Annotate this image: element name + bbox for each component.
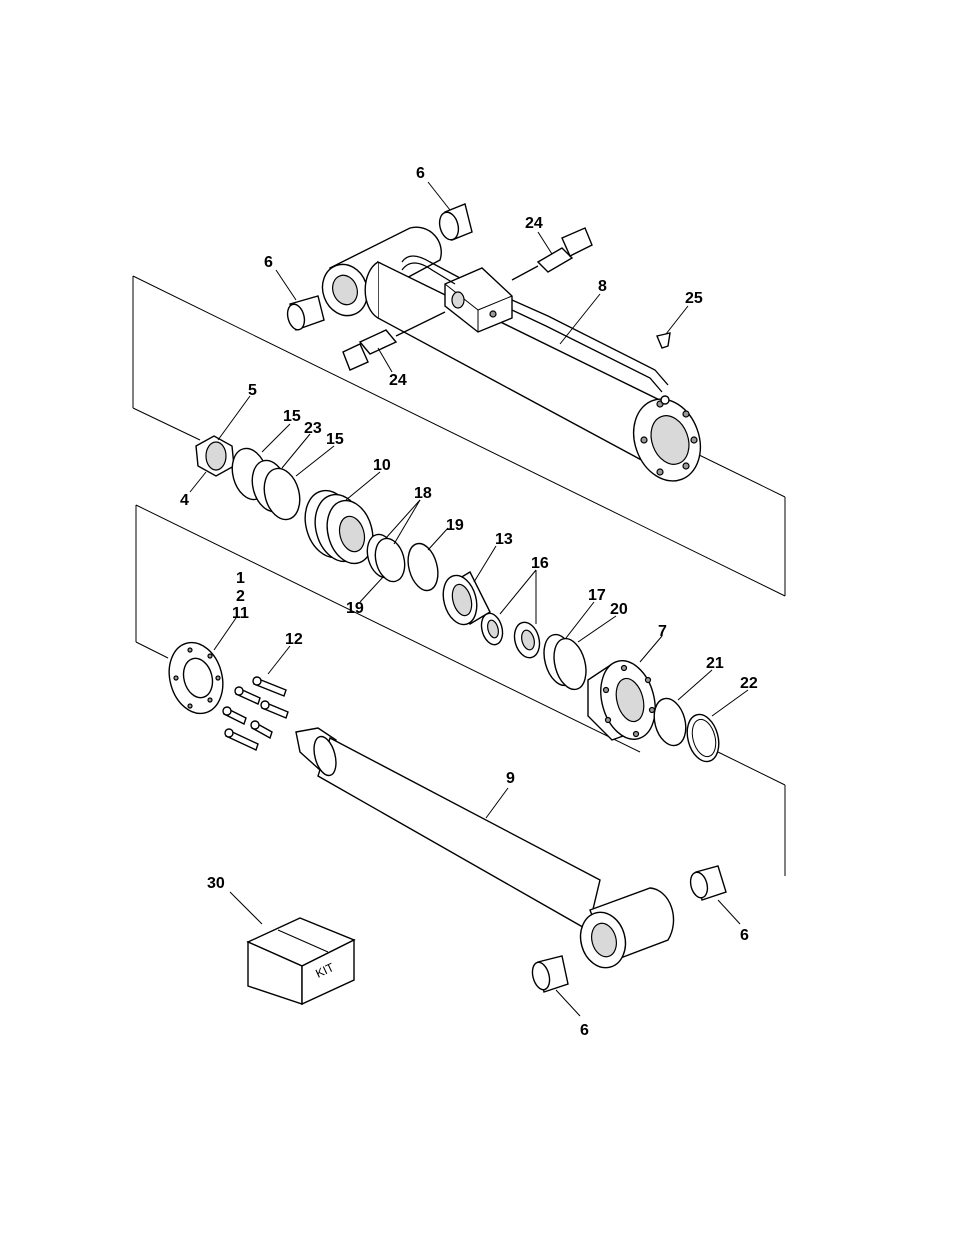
gland-head <box>587 660 656 741</box>
bushing-lower-right <box>689 865 727 901</box>
flange-plate <box>168 641 224 715</box>
leader-lines <box>189 181 749 1017</box>
callout-17: 17 <box>588 587 606 604</box>
callout-22: 22 <box>740 675 758 692</box>
callout-8: 8 <box>598 278 607 295</box>
callout-19: 19 <box>346 600 364 617</box>
callout-16: 16 <box>531 555 549 572</box>
callout-20: 20 <box>610 601 628 618</box>
callout-18: 18 <box>414 485 432 502</box>
seal-rings-15-23 <box>231 447 301 521</box>
callout-24: 24 <box>389 372 407 389</box>
plug-25 <box>656 332 671 349</box>
callout-11: 11 <box>232 605 249 622</box>
callout-10: 10 <box>373 457 391 474</box>
callout-12: 12 <box>285 631 303 648</box>
seal-kit-box: KIT <box>246 917 356 1006</box>
callout-5: 5 <box>248 382 257 399</box>
upper-assembly-boundary <box>132 275 786 597</box>
fitting-lower <box>342 311 446 371</box>
cylinder-barrel <box>321 226 702 482</box>
callout-labels: 6 24 6 8 25 24 5 15 23 15 4 10 18 19 19 … <box>180 165 758 1039</box>
callout-25: 25 <box>685 290 703 307</box>
bolts-12 <box>222 676 289 751</box>
callout-7: 7 <box>658 623 667 640</box>
callout-6: 6 <box>740 927 749 944</box>
callout-6: 6 <box>580 1022 589 1039</box>
ring-21 <box>653 697 687 747</box>
piston-nut <box>195 435 235 477</box>
callout-6: 6 <box>264 254 273 271</box>
bushing-lower-left <box>531 955 569 993</box>
callout-30: 30 <box>207 875 225 892</box>
o-ring-19 <box>407 542 439 592</box>
spacer-13 <box>442 571 491 626</box>
callout-24: 24 <box>525 215 543 232</box>
piston <box>304 489 374 565</box>
piston-rod <box>295 727 675 969</box>
callout-23: 23 <box>304 420 322 437</box>
wiper-22 <box>686 713 720 763</box>
callout-6: 6 <box>416 165 425 182</box>
bushing-upper-left <box>286 295 325 331</box>
bushing-upper-right <box>438 203 473 241</box>
callout-15: 15 <box>326 431 344 448</box>
bushings-16 <box>480 612 541 659</box>
callout-2: 2 <box>236 588 245 605</box>
wear-rings-18 <box>366 533 406 583</box>
callout-13: 13 <box>495 531 513 548</box>
lower-assembly-boundary <box>135 504 786 876</box>
callout-15: 15 <box>283 408 301 425</box>
fitting-upper <box>511 227 593 281</box>
callout-19: 19 <box>446 517 464 534</box>
rings-17-20 <box>543 633 587 691</box>
callout-1: 1 <box>236 570 245 587</box>
callout-21: 21 <box>706 655 724 672</box>
callout-9: 9 <box>506 770 515 787</box>
callout-4: 4 <box>180 492 189 509</box>
